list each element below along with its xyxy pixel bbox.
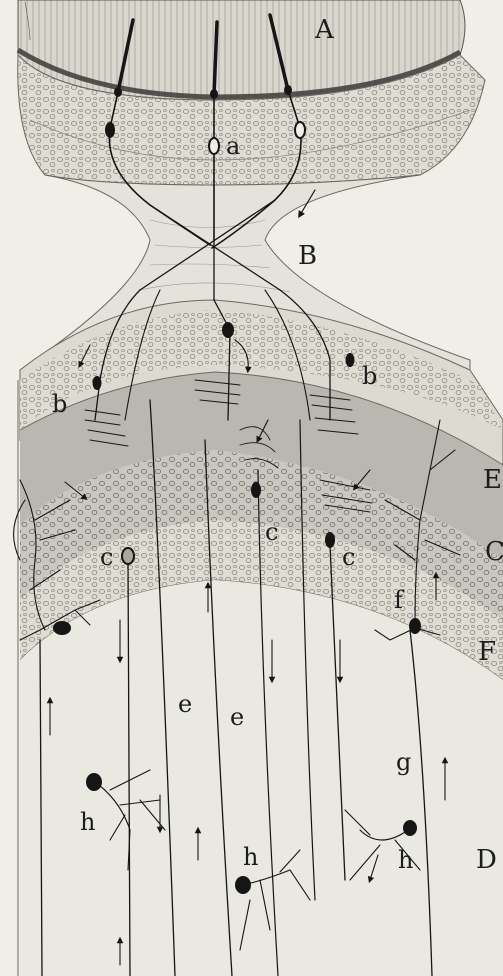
label-b-left: b — [52, 390, 67, 418]
label-D: D — [476, 845, 497, 875]
label-c-right: c — [342, 543, 355, 571]
label-C: C — [485, 537, 503, 567]
retina-layers — [18, 0, 485, 185]
label-A: A — [314, 15, 335, 45]
label-h-left: h — [80, 808, 95, 836]
label-E: E — [483, 465, 502, 495]
tectum-layers — [18, 300, 503, 976]
label-B: B — [298, 241, 317, 271]
label-h-mid: h — [243, 843, 258, 871]
label-e-left: e — [178, 690, 192, 718]
label-c-mid: c — [265, 518, 278, 546]
label-e-right: e — [230, 703, 244, 731]
label-c-left: c — [100, 543, 113, 571]
label-F: F — [478, 637, 496, 667]
label-h-right: h — [398, 846, 413, 874]
label-g: g — [396, 748, 411, 776]
label-b-right: b — [362, 362, 377, 390]
label-a: a — [226, 132, 240, 160]
